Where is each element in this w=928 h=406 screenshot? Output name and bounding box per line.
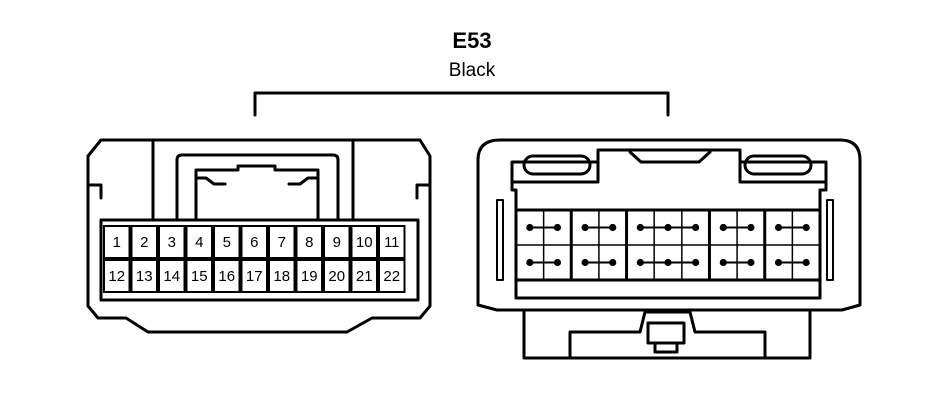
pin-number: 2 xyxy=(140,234,148,251)
pin-view-body xyxy=(86,138,432,334)
pin-cell xyxy=(295,259,323,293)
terminal-dot xyxy=(581,223,589,232)
lock-tower-outer xyxy=(175,153,340,222)
terminal-dot xyxy=(802,258,810,267)
pin-number: 20 xyxy=(328,268,345,285)
connector-face-view xyxy=(476,138,862,360)
lower-housing xyxy=(522,308,812,360)
pin-cell xyxy=(213,225,241,259)
pin-number: 13 xyxy=(136,268,153,285)
pin-cell xyxy=(378,259,406,293)
pin-number: 17 xyxy=(246,268,263,285)
pin-cell xyxy=(158,225,186,259)
left-shoulder xyxy=(86,183,103,200)
terminal-grid xyxy=(516,210,820,280)
pin-number: 3 xyxy=(168,234,176,251)
center-key xyxy=(628,150,712,164)
connector-color: Black xyxy=(449,60,496,81)
terminal-dot xyxy=(581,258,589,267)
pin-cell xyxy=(103,225,131,259)
pin-number: 7 xyxy=(278,234,286,251)
pin-cell xyxy=(323,225,351,259)
lock-tab xyxy=(646,321,686,345)
terminal-dot xyxy=(664,223,672,232)
lock-tower-sides xyxy=(151,138,355,222)
pin-cell xyxy=(323,259,351,293)
pin-cell xyxy=(268,259,296,293)
pin-cell xyxy=(240,259,268,293)
side-rail-right xyxy=(826,199,834,281)
terminal-dot xyxy=(553,223,562,232)
pin-number: 14 xyxy=(163,268,180,285)
face-view-housing xyxy=(476,138,862,312)
pin-cell xyxy=(295,225,323,259)
terminal-dot xyxy=(609,223,617,232)
terminal-dot xyxy=(609,258,617,267)
terminal-dot xyxy=(526,258,534,267)
terminal-dot xyxy=(802,223,810,232)
guide-slot-right xyxy=(743,154,813,176)
pin-cell xyxy=(103,259,131,293)
pin-cell xyxy=(350,259,378,293)
pin-cell xyxy=(240,225,268,259)
connector-code: E53 xyxy=(452,28,491,53)
pin-number: 22 xyxy=(383,268,400,285)
terminal-dot xyxy=(774,223,783,232)
pin-number: 18 xyxy=(273,268,290,285)
right-shoulder xyxy=(415,183,432,200)
pin-cell xyxy=(185,259,213,293)
lock-latch xyxy=(194,176,320,186)
pin-number: 5 xyxy=(223,234,231,251)
lock-tower-inner xyxy=(194,164,320,222)
terminal-dot xyxy=(747,258,755,267)
lower-lock xyxy=(568,310,767,360)
pin-cell xyxy=(130,225,158,259)
pin-number: 4 xyxy=(195,234,203,251)
pin-number: 6 xyxy=(250,234,258,251)
pin-number: 12 xyxy=(108,268,125,285)
terminal-dot xyxy=(553,258,562,267)
pin-cell xyxy=(268,225,296,259)
pin-cell xyxy=(185,225,213,259)
pin-number: 11 xyxy=(384,234,400,251)
pin-number: 19 xyxy=(301,268,318,285)
terminal-dot xyxy=(692,258,700,267)
pin-cell xyxy=(378,225,406,259)
lock-tab-foot xyxy=(653,341,679,354)
guide-slot-left xyxy=(522,154,592,176)
terminal-dot xyxy=(719,258,727,267)
pin-number: 16 xyxy=(218,268,235,285)
view-bracket xyxy=(253,91,670,117)
pin-number: 15 xyxy=(191,268,208,285)
pin-number: 9 xyxy=(333,234,341,251)
terminal-dot xyxy=(636,258,644,267)
cavity-step xyxy=(512,160,826,184)
pin-number: 8 xyxy=(305,234,313,251)
side-rail-left xyxy=(496,199,504,281)
terminal-dot xyxy=(692,223,700,232)
pin-number: 10 xyxy=(356,234,373,251)
pin-number: 1 xyxy=(113,234,121,251)
pin-frame xyxy=(99,218,420,302)
pin-cell xyxy=(350,225,378,259)
pin-cell xyxy=(213,259,241,293)
terminal-dot xyxy=(526,223,534,232)
pin-cell xyxy=(130,259,158,293)
terminal-dot xyxy=(664,258,672,267)
terminal-dot xyxy=(636,223,644,232)
terminal-dot xyxy=(719,223,727,232)
terminal-dot xyxy=(747,223,755,232)
pin-cell xyxy=(158,259,186,293)
pin-number: 21 xyxy=(356,268,373,285)
terminal-dot xyxy=(774,258,783,267)
